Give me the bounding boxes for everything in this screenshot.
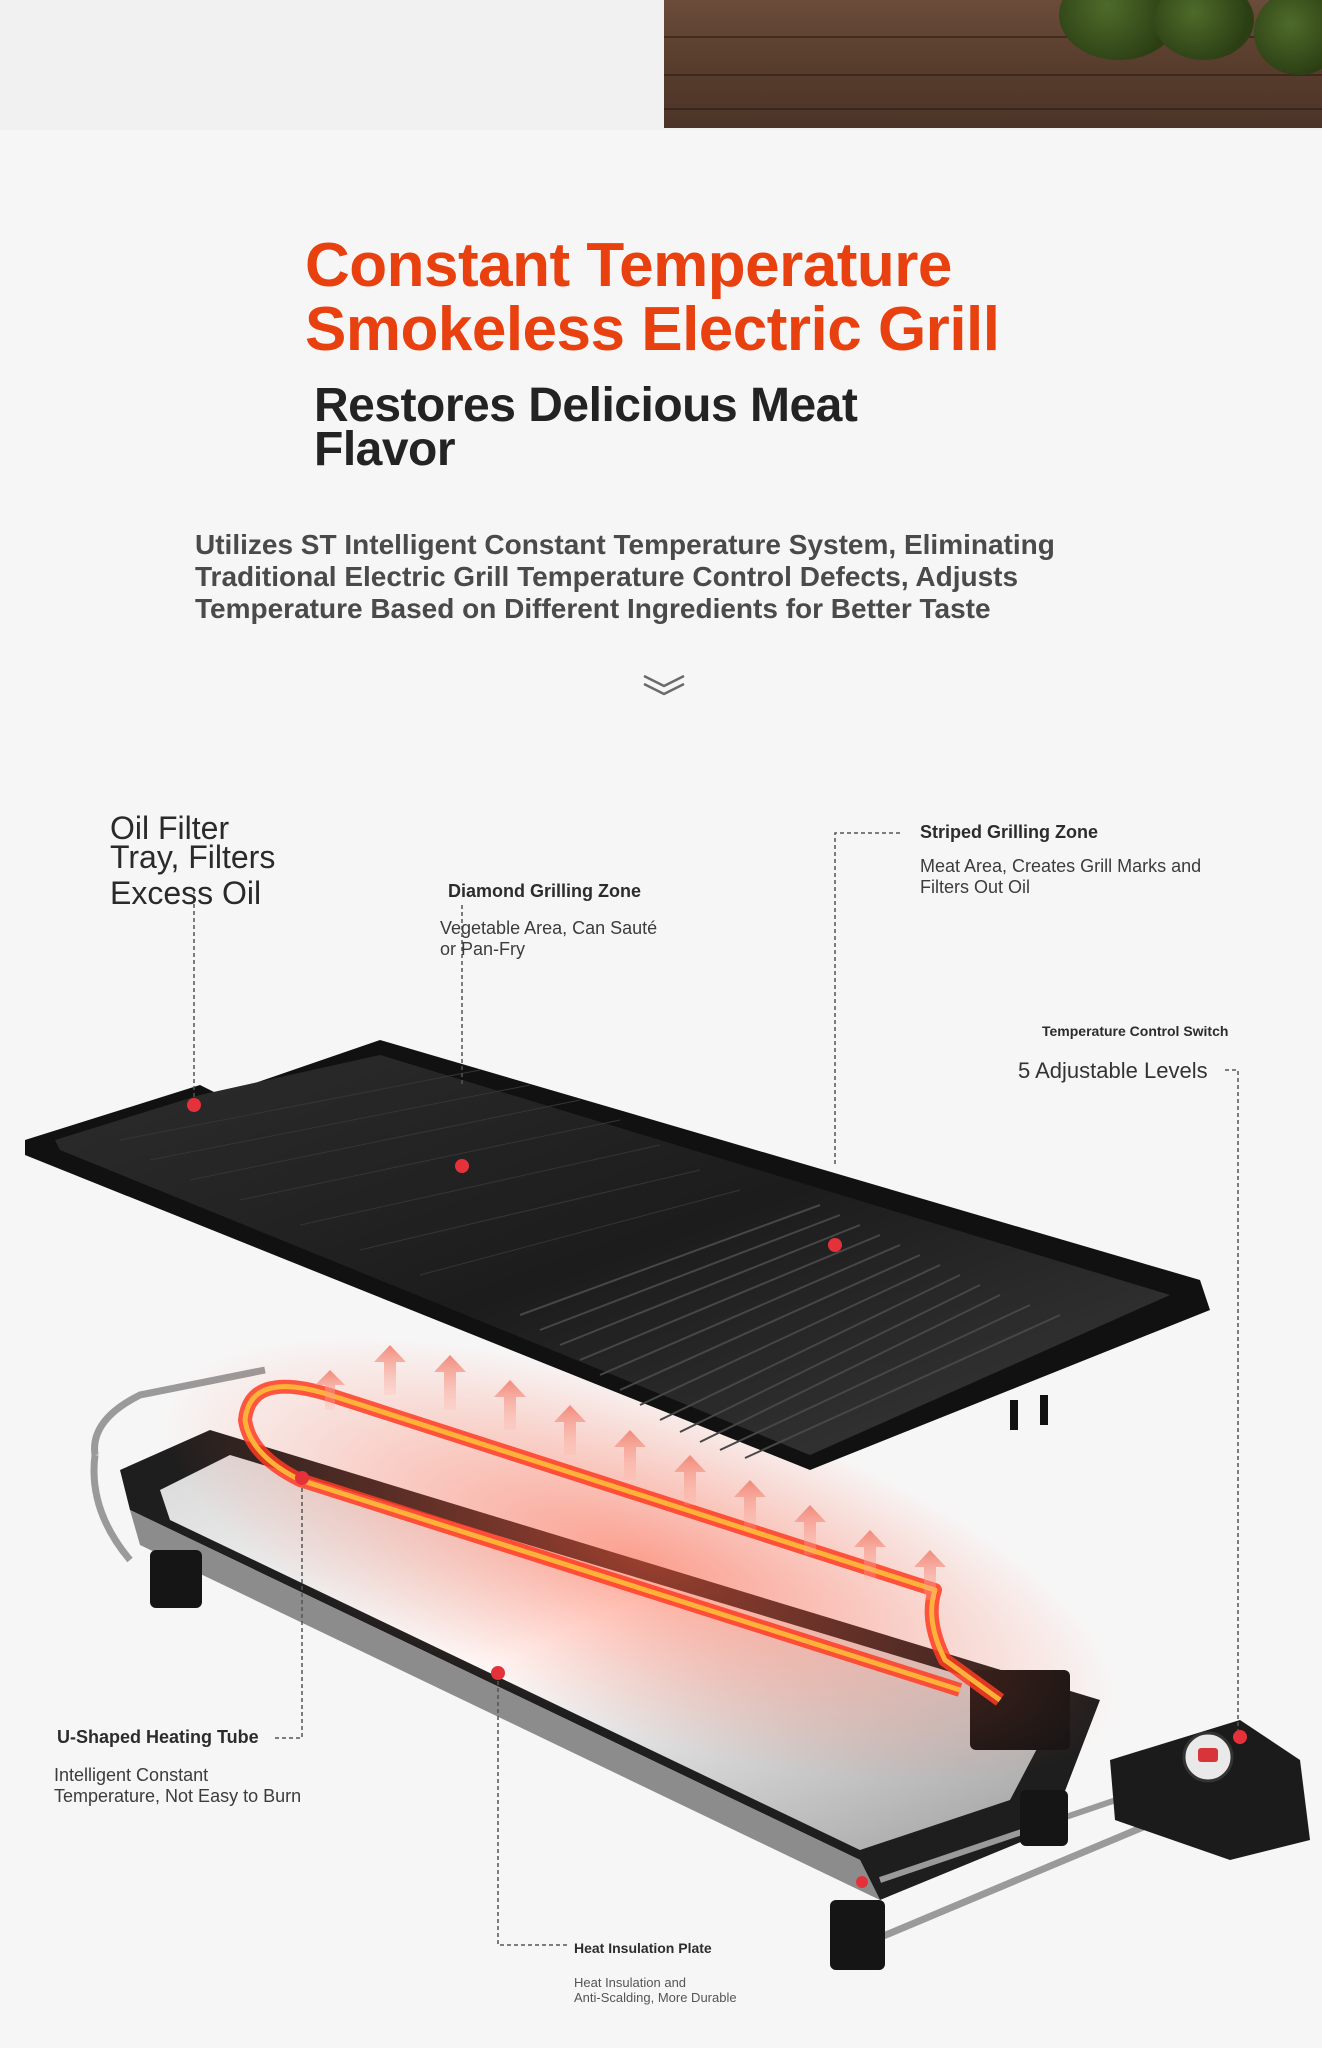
subtitle-line-1: Restores Delicious Meat <box>314 379 858 432</box>
heat-arrows <box>315 1345 946 1600</box>
heating-tube-heading: U-Shaped Heating Tube <box>57 1727 259 1747</box>
top-photo-strip <box>0 0 1322 130</box>
striped-zone-heading: Striped Grilling Zone <box>920 822 1099 842</box>
feature-markers <box>187 1098 1247 1888</box>
double-chevron-down-icon <box>643 674 685 696</box>
callout-leader-lines <box>193 832 1239 1946</box>
description-line-2: Traditional Electric Grill Temperature C… <box>195 561 1019 592</box>
oil-filter-line-2: Tray, Filters <box>110 839 276 875</box>
striped-zone-body-line-1: Meat Area, Creates Grill Marks and <box>920 856 1202 876</box>
subtitle-line-2: Flavor <box>314 423 456 476</box>
temperature-switch-heading: Temperature Control Switch <box>1042 1023 1229 1039</box>
insulation-plate-body-line-1: Heat Insulation and <box>574 1975 687 1990</box>
diamond-zone-body-line-2: or Pan-Fry <box>440 939 526 959</box>
grill-plate <box>25 1040 1210 1470</box>
wood-table-photo <box>664 0 1322 128</box>
title-line-1: Constant Temperature <box>305 231 952 300</box>
heating-tube-body-line-2: Temperature, Not Easy to Burn <box>54 1786 302 1806</box>
oil-filter-line-1: Oil Filter <box>110 810 230 846</box>
oil-filter-line-3: Excess Oil <box>110 875 262 911</box>
description-line-1: Utilizes ST Intelligent Constant Tempera… <box>195 529 1055 560</box>
heating-tube-body-line-1: Intelligent Constant <box>54 1765 209 1785</box>
insulation-plate-body-line-2: Anti-Scalding, More Durable <box>574 1990 737 2005</box>
diamond-zone-body-line-1: Vegetable Area, Can Sauté <box>440 918 658 938</box>
striped-zone-body-line-2: Filters Out Oil <box>920 877 1031 897</box>
insulation-plate-heading: Heat Insulation Plate <box>574 1940 712 1956</box>
u-heating-tube <box>161 1336 1119 1784</box>
temperature-switch-body: 5 Adjustable Levels <box>1018 1058 1208 1083</box>
diamond-zone-heading: Diamond Grilling Zone <box>448 881 641 901</box>
title-line-2: Smokeless Electric Grill <box>305 295 1000 364</box>
description-line-3: Temperature Based on Different Ingredien… <box>195 593 991 624</box>
